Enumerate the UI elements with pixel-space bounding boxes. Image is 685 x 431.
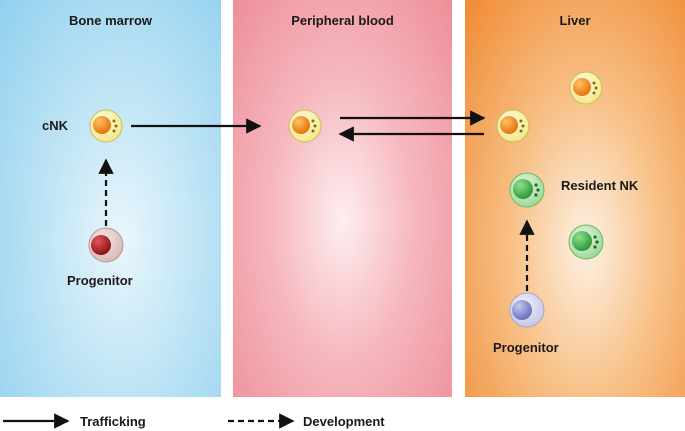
resident-nk-cell-second (568, 224, 604, 260)
cnk-cell-bone-marrow (89, 109, 123, 143)
cnk-cell-liver-top (569, 71, 603, 105)
legend-trafficking-label: Trafficking (80, 414, 146, 429)
liver-title: Liver (559, 13, 591, 28)
resident-nk-cell (509, 172, 545, 208)
resident-nk-label: Resident NK (561, 178, 639, 193)
cnk-label: cNK (42, 118, 69, 133)
cnk-cell-peripheral-blood (288, 109, 322, 143)
peripheral-blood-title: Peripheral blood (291, 13, 394, 28)
peripheral-blood-panel: Peripheral blood (233, 0, 452, 397)
progenitor-label-bone-marrow: Progenitor (67, 273, 133, 288)
liver-panel: Liver (465, 0, 685, 397)
cnk-cell-liver (496, 109, 530, 143)
progenitor-cell-liver (509, 292, 545, 328)
bone-marrow-title: Bone marrow (68, 13, 153, 28)
progenitor-label-liver: Progenitor (493, 340, 559, 355)
legend-development-label: Development (303, 414, 385, 429)
bone-marrow-panel: Bone marrow (0, 0, 221, 397)
progenitor-cell-bone-marrow (88, 227, 124, 263)
